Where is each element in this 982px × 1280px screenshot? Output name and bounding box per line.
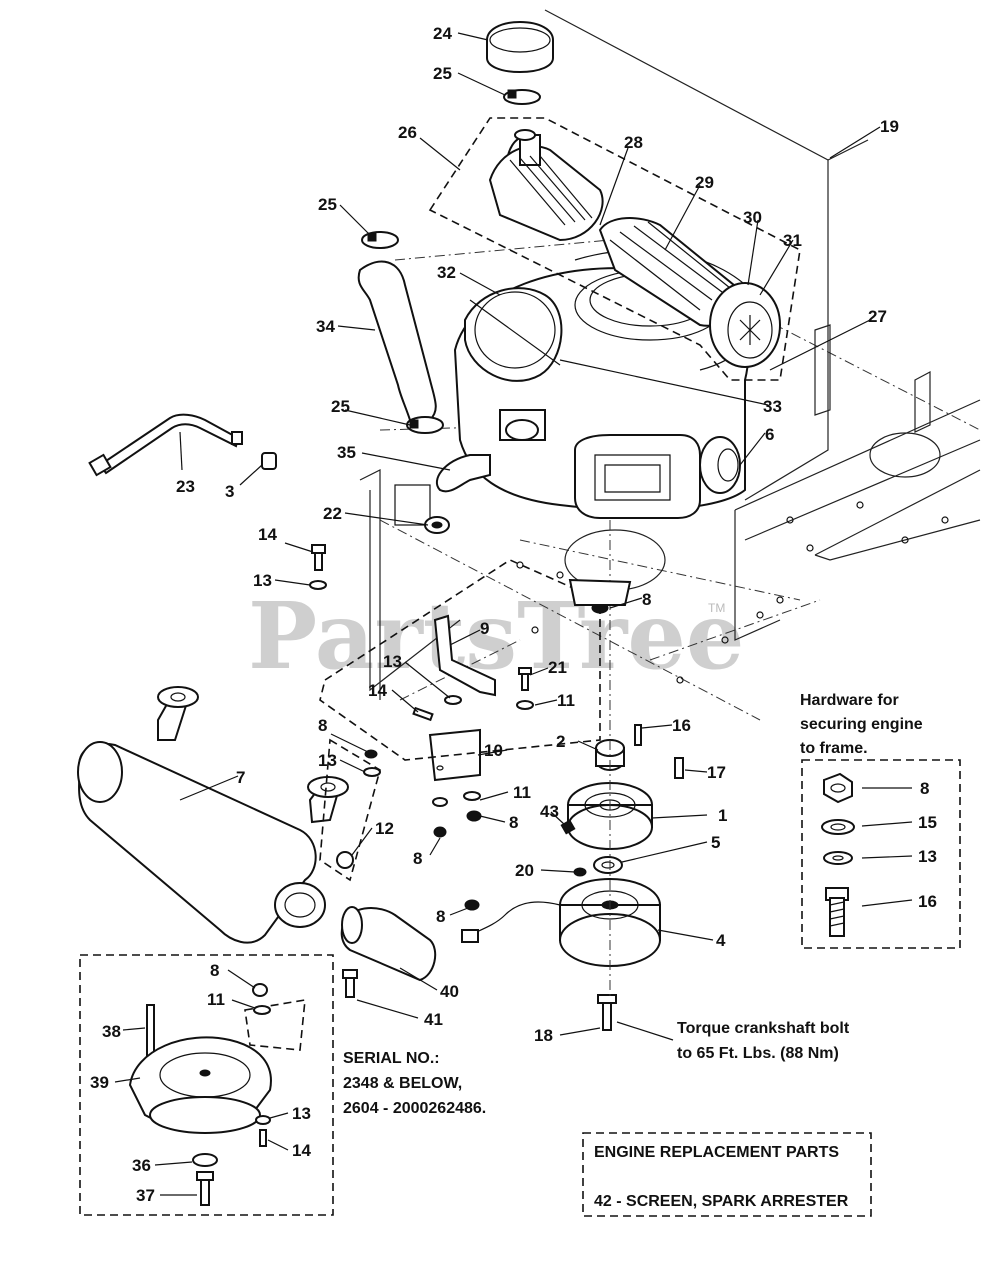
legend-callout-13: 13: [918, 847, 937, 866]
serial-note-line1: SERIAL NO.:: [343, 1050, 440, 1067]
callout-8-engine: 8: [642, 590, 651, 609]
fuel-line: [88, 413, 277, 477]
replacement-box-item: 42 - SCREEN, SPARK ARRESTER: [594, 1193, 849, 1210]
mount-brackets: [319, 559, 601, 882]
hardware-note-line2: securing engine: [800, 716, 923, 733]
callout-13-inset: 13: [292, 1104, 311, 1123]
pto-clutch-stack: [461, 520, 684, 1031]
leader-lines: [114, 32, 881, 1196]
callout-20: 20: [515, 861, 534, 880]
engine: [453, 249, 763, 519]
callout-27: 27: [868, 307, 887, 326]
callout-26: 26: [398, 123, 417, 142]
callout-19: 19: [880, 117, 899, 136]
callout-34: 34: [316, 317, 335, 336]
callout-16: 16: [672, 716, 691, 735]
watermark-trademark: TM: [708, 601, 725, 615]
callout-24: 24: [433, 24, 452, 43]
callout-41: 41: [424, 1010, 443, 1029]
callout-11-lower: 11: [513, 783, 531, 802]
callout-8-lower-left: 8: [413, 849, 422, 868]
watermark: PartsTree: [248, 582, 744, 690]
legend-callout-15: 15: [918, 813, 937, 832]
callout-11-inset: 11: [207, 990, 225, 1009]
callout-8-muffler-top: 8: [318, 716, 327, 735]
hardware-note: Hardware for securing engine to frame.: [800, 692, 923, 757]
callout-17: 17: [707, 763, 726, 782]
hardware-note-line1: Hardware for: [800, 692, 899, 709]
callout-37: 37: [136, 1186, 155, 1205]
callout-8-bracket: 8: [509, 813, 518, 832]
intake-hose: [357, 231, 491, 493]
callout-3: 3: [225, 482, 234, 501]
callout-43: 43: [540, 802, 559, 821]
callout-10: 10: [484, 741, 503, 760]
callout-8-clutch: 8: [436, 907, 445, 926]
callout-4: 4: [716, 931, 726, 950]
air-cleaner-assembly: [428, 117, 801, 381]
torque-note: Torque crankshaft bolt to 65 Ft. Lbs. (8…: [677, 1020, 850, 1062]
callout-38: 38: [102, 1022, 121, 1041]
replacement-box-title: ENGINE REPLACEMENT PARTS: [594, 1144, 839, 1161]
callout-22: 22: [323, 504, 342, 523]
callout-14-mid: 14: [368, 681, 387, 700]
callout-36: 36: [132, 1156, 151, 1175]
callout-12: 12: [375, 819, 394, 838]
callout-5: 5: [711, 833, 720, 852]
callout-29: 29: [695, 173, 714, 192]
callout-40: 40: [440, 982, 459, 1001]
callout-25-hose-bottom: 25: [331, 397, 350, 416]
callout-14-upper: 14: [258, 525, 277, 544]
callout-13-mid: 13: [383, 652, 402, 671]
callout-33: 33: [763, 397, 782, 416]
engine-mount-inset: [79, 954, 334, 1216]
serial-note: SERIAL NO.: 2348 & BELOW, 2604 - 2000262…: [343, 1050, 486, 1117]
legend-callout-8: 8: [920, 779, 929, 798]
callout-11-upper: 11: [557, 691, 575, 710]
callout-18: 18: [534, 1026, 553, 1045]
callout-labels: 24 25 26 28 19 29 25 30 31 32 27 34 25 3…: [90, 24, 937, 1205]
callout-30: 30: [743, 208, 762, 227]
callout-13-upper: 13: [253, 571, 272, 590]
callout-2: 2: [556, 732, 565, 751]
callout-23: 23: [176, 477, 195, 496]
air-cleaner-cap: [486, 20, 554, 105]
callout-25-top: 25: [433, 64, 452, 83]
callout-8-inset: 8: [210, 961, 219, 980]
hardware-note-line3: to frame.: [800, 740, 868, 757]
callout-14-inset: 14: [292, 1141, 311, 1160]
callout-7: 7: [236, 768, 245, 787]
callout-6: 6: [765, 425, 774, 444]
callout-31: 31: [783, 231, 802, 250]
muffler: [77, 686, 349, 944]
callout-1: 1: [718, 806, 727, 825]
callout-39: 39: [90, 1073, 109, 1092]
callout-28: 28: [624, 133, 643, 152]
legend-callout-16: 16: [918, 892, 937, 911]
serial-note-line3: 2604 - 2000262486.: [343, 1100, 486, 1117]
callout-21: 21: [548, 658, 567, 677]
torque-note-line2: to 65 Ft. Lbs. (88 Nm): [677, 1045, 839, 1062]
spark-arrester-parts: [340, 906, 437, 998]
replacement-parts-box: ENGINE REPLACEMENT PARTS 42 - SCREEN, SP…: [582, 1132, 872, 1217]
torque-note-line1: Torque crankshaft bolt: [677, 1020, 850, 1037]
hardware-legend: [801, 759, 961, 949]
serial-note-line2: 2348 & BELOW,: [343, 1075, 462, 1092]
callout-32: 32: [437, 263, 456, 282]
callout-35: 35: [337, 443, 356, 462]
small-hardware: [309, 516, 642, 911]
callout-25-hose-top: 25: [318, 195, 337, 214]
callout-9: 9: [480, 619, 489, 638]
callout-13-muffler: 13: [318, 751, 337, 770]
